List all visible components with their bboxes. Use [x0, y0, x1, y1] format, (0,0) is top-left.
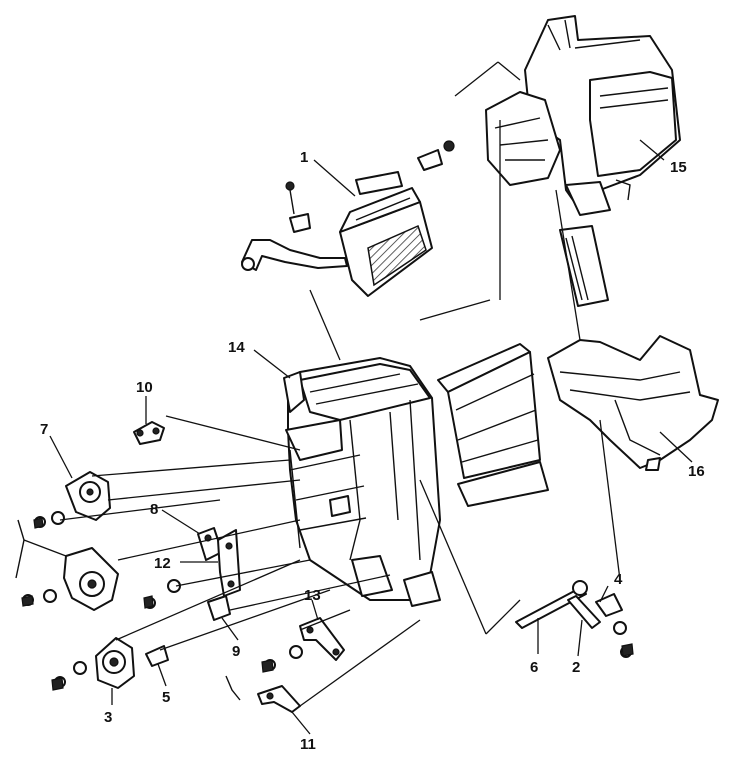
part-12-arm [217, 529, 241, 597]
screws [21, 517, 634, 691]
callout-1: 1 [300, 149, 308, 166]
callout-11: 11 [300, 736, 316, 753]
filter-blade [559, 225, 609, 307]
callout-10: 10 [136, 379, 153, 396]
callout-9: 9 [232, 643, 240, 660]
callout-6: 6 [530, 659, 538, 676]
callout-13: 13 [304, 587, 321, 604]
callout-7: 7 [40, 421, 48, 438]
part-10-bracket [133, 421, 165, 445]
callout-3: 3 [104, 709, 112, 726]
callout-14: 14 [228, 339, 245, 356]
callout-8: 8 [150, 501, 158, 518]
callout-12: 12 [154, 555, 171, 572]
mode-lever-assembly [63, 547, 119, 611]
callout-15: 15 [670, 159, 687, 176]
part-7-lever [15, 471, 111, 579]
callout-5: 5 [162, 689, 170, 706]
part-4-bracket [595, 593, 623, 617]
part-14-heater-case [283, 357, 441, 607]
part-9-clip [207, 595, 231, 621]
part-6-shaft [515, 580, 588, 629]
callout-2: 2 [572, 659, 580, 676]
part-13-lever [299, 617, 345, 661]
callout-4: 4 [614, 571, 623, 588]
part-1-heater-core [241, 140, 455, 297]
callout-16: 16 [688, 463, 705, 480]
evaporator-filter [437, 343, 549, 507]
part-16-lower-housing [547, 335, 719, 471]
assembly-lines [23, 61, 621, 707]
part-2-lever [567, 595, 601, 629]
callout-leaders [49, 139, 693, 735]
part-11-rod [225, 675, 301, 713]
part-5-clip [145, 645, 169, 667]
part-15-upper-housing [485, 15, 681, 216]
part-3-actuator [95, 637, 135, 689]
